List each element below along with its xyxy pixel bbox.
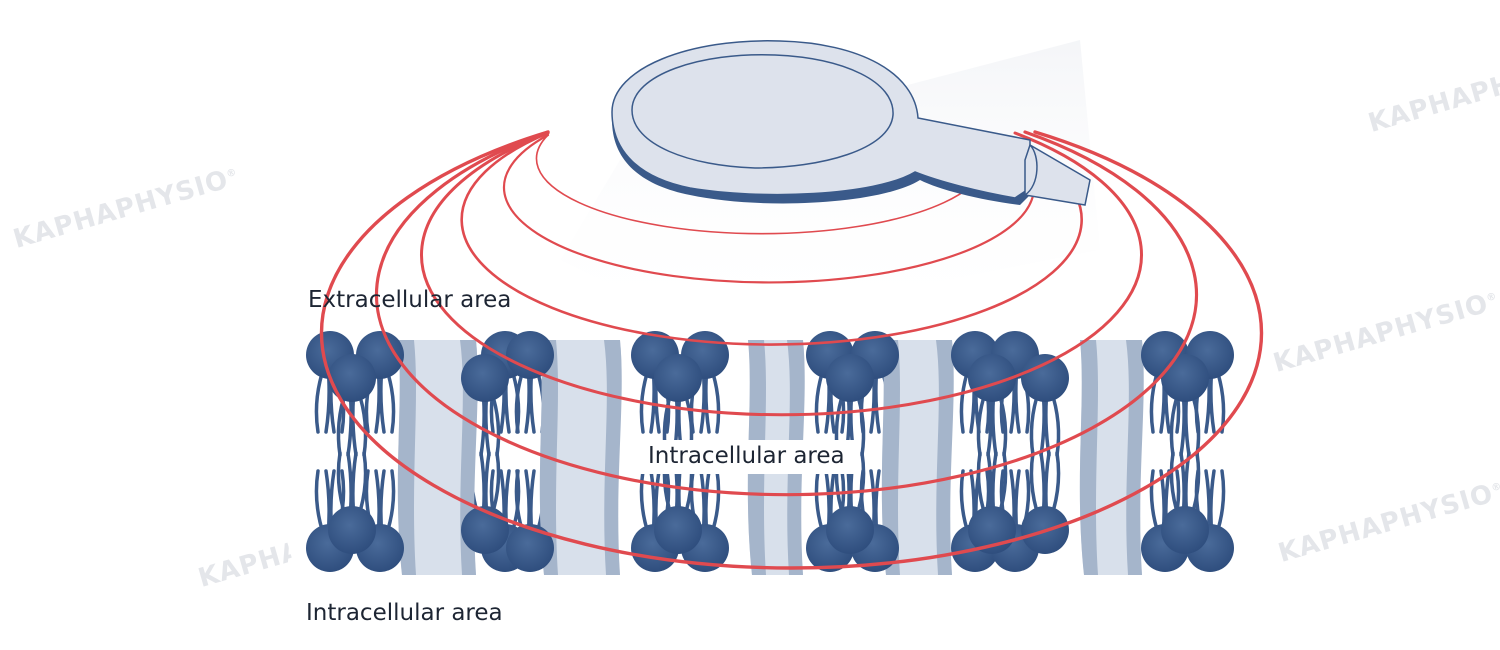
field-line (319, 130, 1264, 570)
lipid-head (328, 506, 376, 554)
lipid-head (506, 524, 554, 572)
membrane-protein (881, 340, 900, 575)
field-line (374, 130, 1199, 497)
membrane-protein (604, 340, 622, 575)
membrane-protein (397, 340, 416, 575)
membrane-protein (936, 340, 954, 575)
membrane-protein (1126, 340, 1144, 575)
membrane-protein (397, 340, 478, 575)
lipid-head (1161, 354, 1209, 402)
lipid-head (1161, 506, 1209, 554)
lipid-head (1021, 354, 1069, 402)
lipid-head (654, 506, 702, 554)
lipid-head (968, 354, 1016, 402)
lipid-head (654, 354, 702, 402)
extracellular-label: Extracellular area (308, 287, 512, 313)
lipid-head (506, 331, 554, 379)
membrane-protein (1079, 340, 1098, 575)
field-line (460, 131, 1083, 346)
electrode-applicator-icon (611, 40, 1091, 206)
lipid-head (826, 354, 874, 402)
membrane-protein (539, 340, 622, 575)
lipid-head (826, 506, 874, 554)
intracellular-bottom-label: Intracellular area (306, 600, 503, 626)
lipid-head (461, 354, 509, 402)
intracellular-middle-label: Intracellular area (634, 440, 859, 474)
lipid-head (328, 354, 376, 402)
field-line (420, 131, 1143, 417)
lipid-head (461, 506, 509, 554)
